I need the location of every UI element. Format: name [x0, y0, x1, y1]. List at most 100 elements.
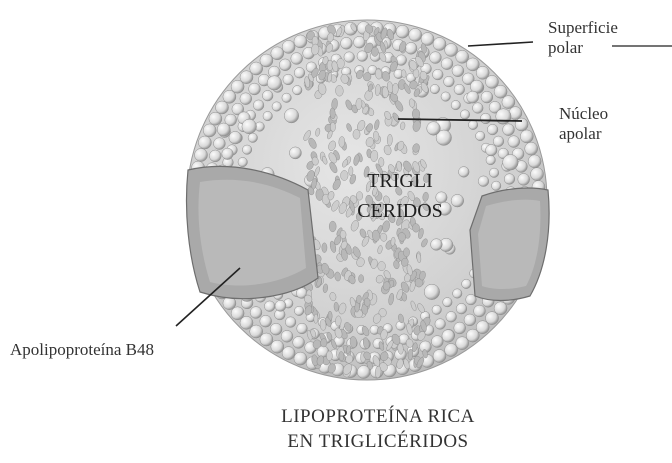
phospholipid-head	[240, 93, 252, 105]
phospholipid-head	[476, 131, 485, 140]
apolipoprotein-label: Apolipoproteína B48	[10, 340, 154, 360]
surface-leader-line	[468, 42, 533, 46]
core-label-line1: Núcleo	[559, 104, 608, 124]
phospholipid-head	[209, 150, 221, 162]
phospholipid-head	[442, 330, 455, 343]
phospholipid-head	[260, 315, 272, 327]
phospholipid-head	[293, 337, 305, 349]
surface-label-line2: polar	[548, 38, 618, 58]
phospholipid-head	[294, 35, 307, 48]
phospholipid-head	[433, 69, 444, 80]
phospholipid-head	[272, 102, 281, 111]
phospholipid-head	[293, 86, 302, 95]
phospholipid-head	[289, 147, 301, 159]
phospholipid-head	[474, 305, 486, 317]
phospholipid-head	[433, 38, 446, 51]
phospholipid-head	[229, 131, 242, 144]
figure-caption: LIPOPROTEÍNA RICA EN TRIGLICÉRIDOS	[228, 404, 528, 454]
phospholipid-head	[242, 119, 257, 134]
phospholipid-head	[283, 74, 294, 85]
phospholipid-head	[279, 59, 291, 71]
phospholipid-head	[341, 37, 353, 49]
phospholipid-head	[294, 306, 303, 315]
phospholipid-head	[464, 314, 476, 326]
phospholipid-head	[427, 122, 441, 136]
triglycerides-line2: CERIDOS	[330, 196, 470, 226]
phospholipid-head	[431, 239, 443, 251]
phospholipid-head	[405, 42, 417, 54]
phospholipid-head	[480, 113, 491, 124]
phospholipid-head	[478, 176, 489, 187]
phospholipid-head	[445, 44, 458, 57]
triglyceride-molecule	[322, 243, 327, 253]
triglyceride-molecule	[356, 295, 362, 304]
phospholipid-head	[249, 83, 261, 95]
phospholipid-head	[502, 96, 515, 109]
phospholipid-head	[291, 53, 303, 65]
triglyceride-molecule	[412, 109, 420, 119]
phospholipid-head	[454, 322, 466, 334]
phospholipid-head	[344, 52, 355, 63]
phospholipid-head	[294, 68, 305, 79]
phospholipid-head	[503, 124, 515, 136]
phospholipid-head	[452, 65, 464, 77]
phospholipid-head	[248, 133, 257, 142]
phospholipid-head	[445, 344, 458, 357]
phospholipid-head	[267, 76, 281, 90]
phospholipid-head	[456, 337, 469, 350]
phospholipid-head	[531, 168, 544, 181]
phospholipid-head	[203, 124, 216, 137]
phospholipid-head	[453, 289, 462, 298]
triglyceride-molecule	[326, 351, 332, 361]
phospholipid-head	[262, 90, 273, 101]
phospholipid-head	[281, 330, 293, 342]
phospholipid-head	[238, 157, 247, 166]
phospholipid-head	[433, 350, 446, 363]
phospholipid-head	[473, 103, 484, 114]
triglyceride-molecule	[338, 351, 344, 361]
surface-label: Superficie polar	[548, 18, 618, 58]
phospholipid-head	[396, 25, 409, 38]
phospholipid-head	[486, 155, 495, 164]
phospholipid-head	[430, 52, 442, 64]
phospholipid-head	[217, 123, 230, 136]
phospholipid-head	[270, 323, 282, 335]
phospholipid-head	[462, 279, 471, 288]
core-label: Núcleo apolar	[559, 104, 608, 144]
phospholipid-head	[198, 136, 211, 149]
phospholipid-head	[492, 181, 501, 190]
triglyceride-molecule	[340, 230, 347, 239]
phospholipid-head	[282, 347, 295, 360]
phospholipid-head	[487, 124, 498, 135]
phospholipid-head	[466, 329, 479, 342]
phospholipid-head	[446, 312, 457, 323]
phospholipid-head	[515, 118, 528, 131]
phospholipid-head	[435, 319, 446, 330]
phospholipid-head	[297, 323, 308, 334]
phospholipid-head	[528, 155, 541, 168]
phospholipid-head	[496, 109, 511, 124]
triglyceride-molecule	[387, 134, 393, 146]
triglyceride-molecule	[314, 314, 319, 324]
triglyceride-molecule	[330, 122, 336, 132]
phospholipid-head	[441, 92, 450, 101]
phospholipid-head	[443, 298, 452, 307]
phospholipid-head	[520, 130, 533, 143]
phospholipid-head	[486, 145, 497, 156]
phospholipid-head	[285, 317, 296, 328]
phospholipid-head	[253, 100, 264, 111]
phospholipid-head	[451, 100, 460, 109]
triglyceride-molecule	[339, 136, 345, 147]
phospholipid-head	[441, 58, 453, 70]
triglyceride-molecule	[403, 248, 409, 257]
phospholipid-head	[481, 91, 493, 103]
phospholipid-head	[493, 136, 504, 147]
phospholipid-head	[271, 47, 284, 60]
phospholipid-head	[195, 149, 208, 162]
phospholipid-head	[271, 340, 284, 353]
triglycerides-label: TRIGLI CERIDOS	[330, 166, 470, 226]
phospholipid-head	[467, 91, 479, 103]
phospholipid-head	[460, 110, 469, 119]
phospholipid-head	[250, 307, 262, 319]
